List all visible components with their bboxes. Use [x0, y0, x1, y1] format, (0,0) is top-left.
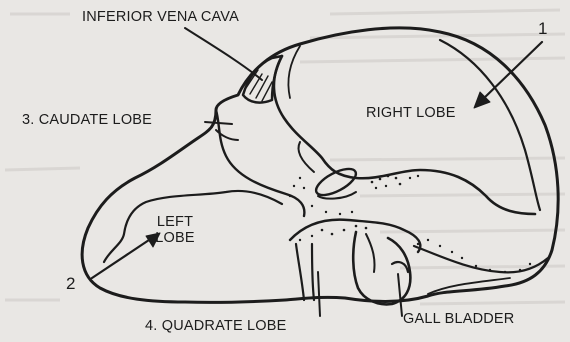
caudate-leader-line [205, 122, 232, 124]
gall-bladder-leader-line [398, 274, 402, 316]
gall-bladder-neck [366, 234, 375, 272]
label-left-lobe-line2: LOBE [150, 230, 200, 246]
right-lobe-lower-fold [414, 246, 548, 272]
right-lobe-edge [288, 46, 300, 98]
label-gall-bladder: GALL BLADDER [403, 311, 514, 327]
label-quadrate-lobe: 4. QUADRATE LOBE [145, 318, 287, 334]
marker-2: 2 [66, 276, 76, 292]
stipple-marks [289, 175, 531, 273]
label-left-lobe: LEFT LOBE [150, 214, 200, 246]
label-left-lobe-line1: LEFT [150, 214, 200, 230]
porta-hepatis-tube [299, 142, 356, 199]
marker-1: 1 [538, 21, 548, 37]
label-caudate-lobe: 3. CAUDATE LOBE [22, 112, 152, 128]
liver-outline [82, 28, 558, 302]
gall-bladder-fundus [392, 262, 408, 272]
label-inferior-vena-cava: INFERIOR VENA CAVA [82, 9, 239, 25]
ivc-leader-line [185, 28, 262, 80]
quadrate-lobe-base [296, 244, 314, 300]
right-lobe-inner-line [274, 56, 535, 214]
quadrate-leader-line [318, 272, 320, 316]
right-lobe-fissure [440, 40, 540, 210]
gall-bladder-outline [353, 232, 410, 304]
label-right-lobe: RIGHT LOBE [366, 105, 456, 121]
